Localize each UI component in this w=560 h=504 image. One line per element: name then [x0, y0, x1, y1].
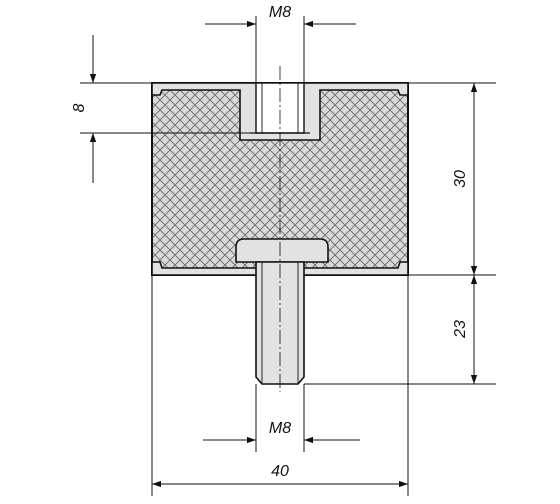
- dimension-diameter: 40: [151, 275, 409, 496]
- dimension-stud-length: 23: [304, 275, 496, 385]
- threaded-stud: [255, 261, 305, 385]
- insert-depth-label: 8: [71, 103, 88, 112]
- dimension-thread-top: M8: [205, 4, 356, 83]
- thread-bottom-label: M8: [269, 420, 291, 437]
- thread-top-label: M8: [269, 4, 291, 21]
- body-height-label: 30: [452, 170, 469, 188]
- dimension-thread-bottom: M8: [203, 384, 360, 452]
- dimension-body-height: 30: [408, 82, 496, 276]
- diameter-label: 40: [271, 463, 289, 480]
- stud-length-label: 23: [452, 320, 469, 339]
- bolt-head: [235, 238, 329, 263]
- dimension-insert-depth: 8: [71, 35, 256, 183]
